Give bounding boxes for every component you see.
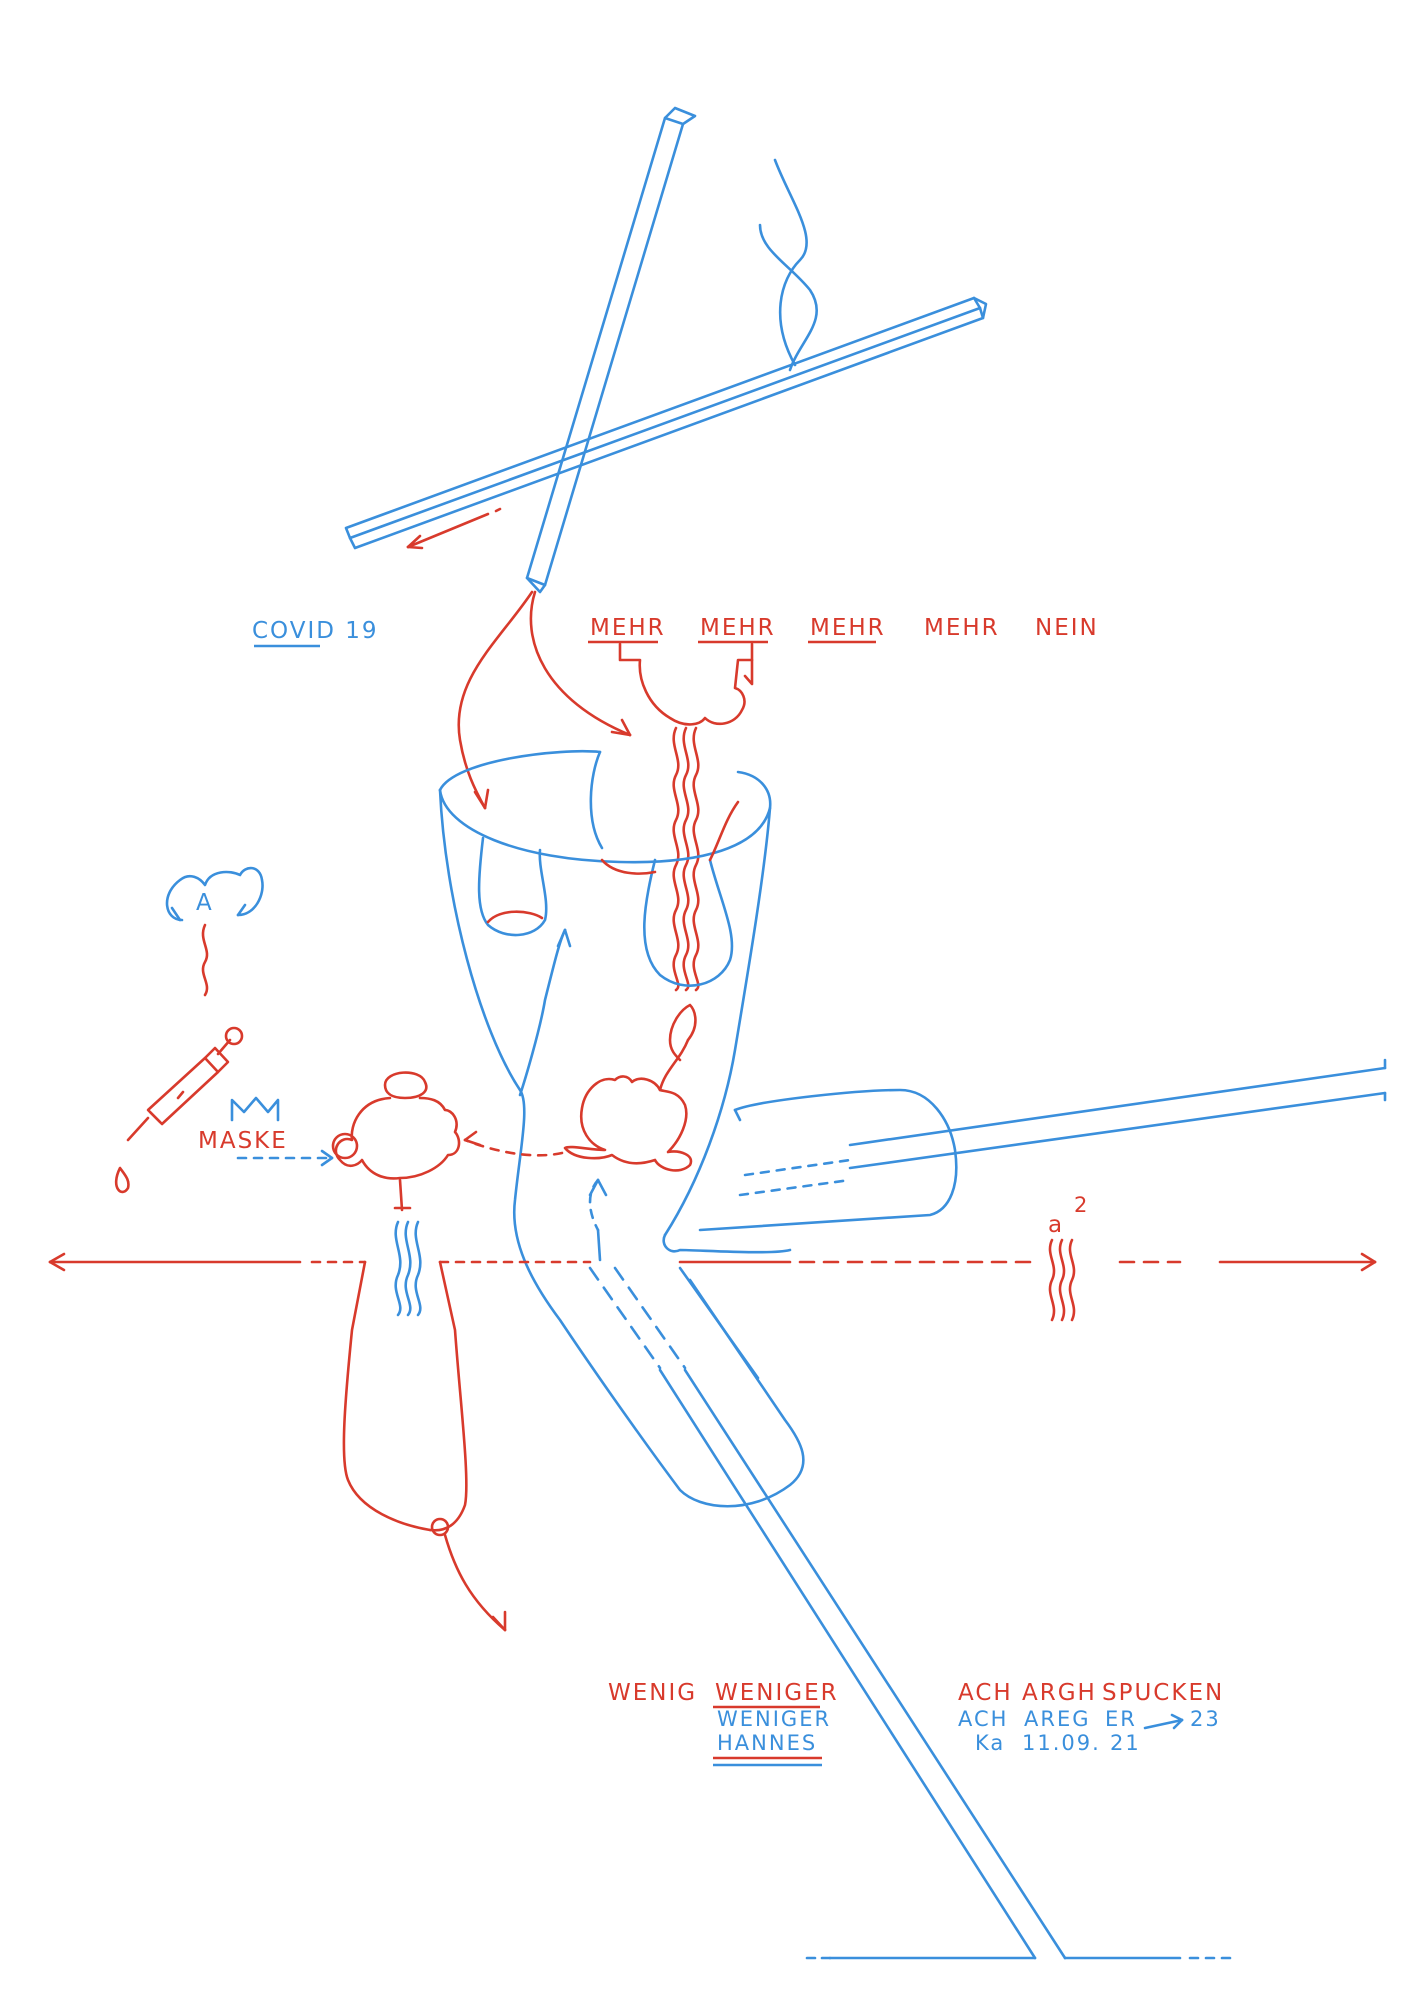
wavy-lines-blue <box>394 1220 422 1317</box>
red-flask-bag <box>342 1260 507 1632</box>
diagonal-pole <box>588 1266 1232 1960</box>
label-maske: MASKE <box>198 1128 288 1154</box>
syringe-icon <box>114 1026 244 1194</box>
wavy-lines-a2 <box>1048 1238 1076 1322</box>
label-ka: Ka <box>975 1731 1005 1755</box>
blue-cloud-a <box>165 866 264 922</box>
label-mehr-1: MEHR <box>590 615 666 641</box>
diagonal-beam <box>348 306 985 550</box>
wavy-lines-center <box>672 726 700 992</box>
smoke-wisp-icon <box>758 158 818 372</box>
label-weniger-red: WENIGER <box>715 1680 839 1706</box>
red-hand-fist <box>563 1003 697 1172</box>
arrow-to-23 <box>1143 1713 1184 1730</box>
label-argh: ARGH <box>1022 1680 1097 1706</box>
label-er: ER <box>1105 1707 1137 1731</box>
label-ach-red: ACH <box>958 1680 1013 1706</box>
label-23: 23 <box>1190 1707 1221 1731</box>
label-covid: COVID 19 <box>252 618 379 644</box>
red-arrows-top <box>457 590 632 810</box>
label-mehr-2: MEHR <box>700 615 776 641</box>
wavy-drip-a <box>201 923 209 997</box>
horizontal-rod <box>698 1058 1387 1232</box>
label-ach-blue: ACH <box>958 1707 1008 1731</box>
label-21: 21 <box>1110 1731 1141 1755</box>
label-mehr-3: MEHR <box>810 615 886 641</box>
arrow-maske <box>236 1149 334 1167</box>
label-a: A <box>196 890 214 916</box>
label-nein: NEIN <box>1035 615 1099 641</box>
crown-icon <box>230 1096 280 1122</box>
blue-funnel-body <box>438 749 805 1508</box>
red-cloud-drip <box>618 642 754 726</box>
gas-mask-head <box>331 1071 461 1212</box>
label-date: 11.09. <box>1022 1731 1101 1755</box>
crossed-beams <box>344 106 988 594</box>
label-a-squared: a <box>1048 1212 1064 1238</box>
red-horizontal-axis <box>48 1252 1377 1272</box>
vertical-beam <box>525 116 685 587</box>
label-hannes: HANNES <box>717 1731 817 1755</box>
label-wenig: WENIG <box>608 1680 697 1706</box>
label-weniger-blue: WENIGER <box>717 1707 831 1731</box>
label-spucken: SPUCKEN <box>1102 1680 1224 1706</box>
arrow-to-mask <box>463 1130 564 1157</box>
top-labels: COVID 19 MEHR MEHR MEHR MEHR NEIN <box>252 615 1099 648</box>
label-areg: AREG <box>1024 1707 1091 1731</box>
arrow-left-red <box>406 507 502 550</box>
bottom-text-block: WENIG WENIGER WENIGER HANNES ACH ARGH SP… <box>608 1680 1224 1767</box>
label-mehr-4: MEHR <box>924 615 1000 641</box>
label-a-squared-exp: 2 <box>1074 1193 1089 1217</box>
